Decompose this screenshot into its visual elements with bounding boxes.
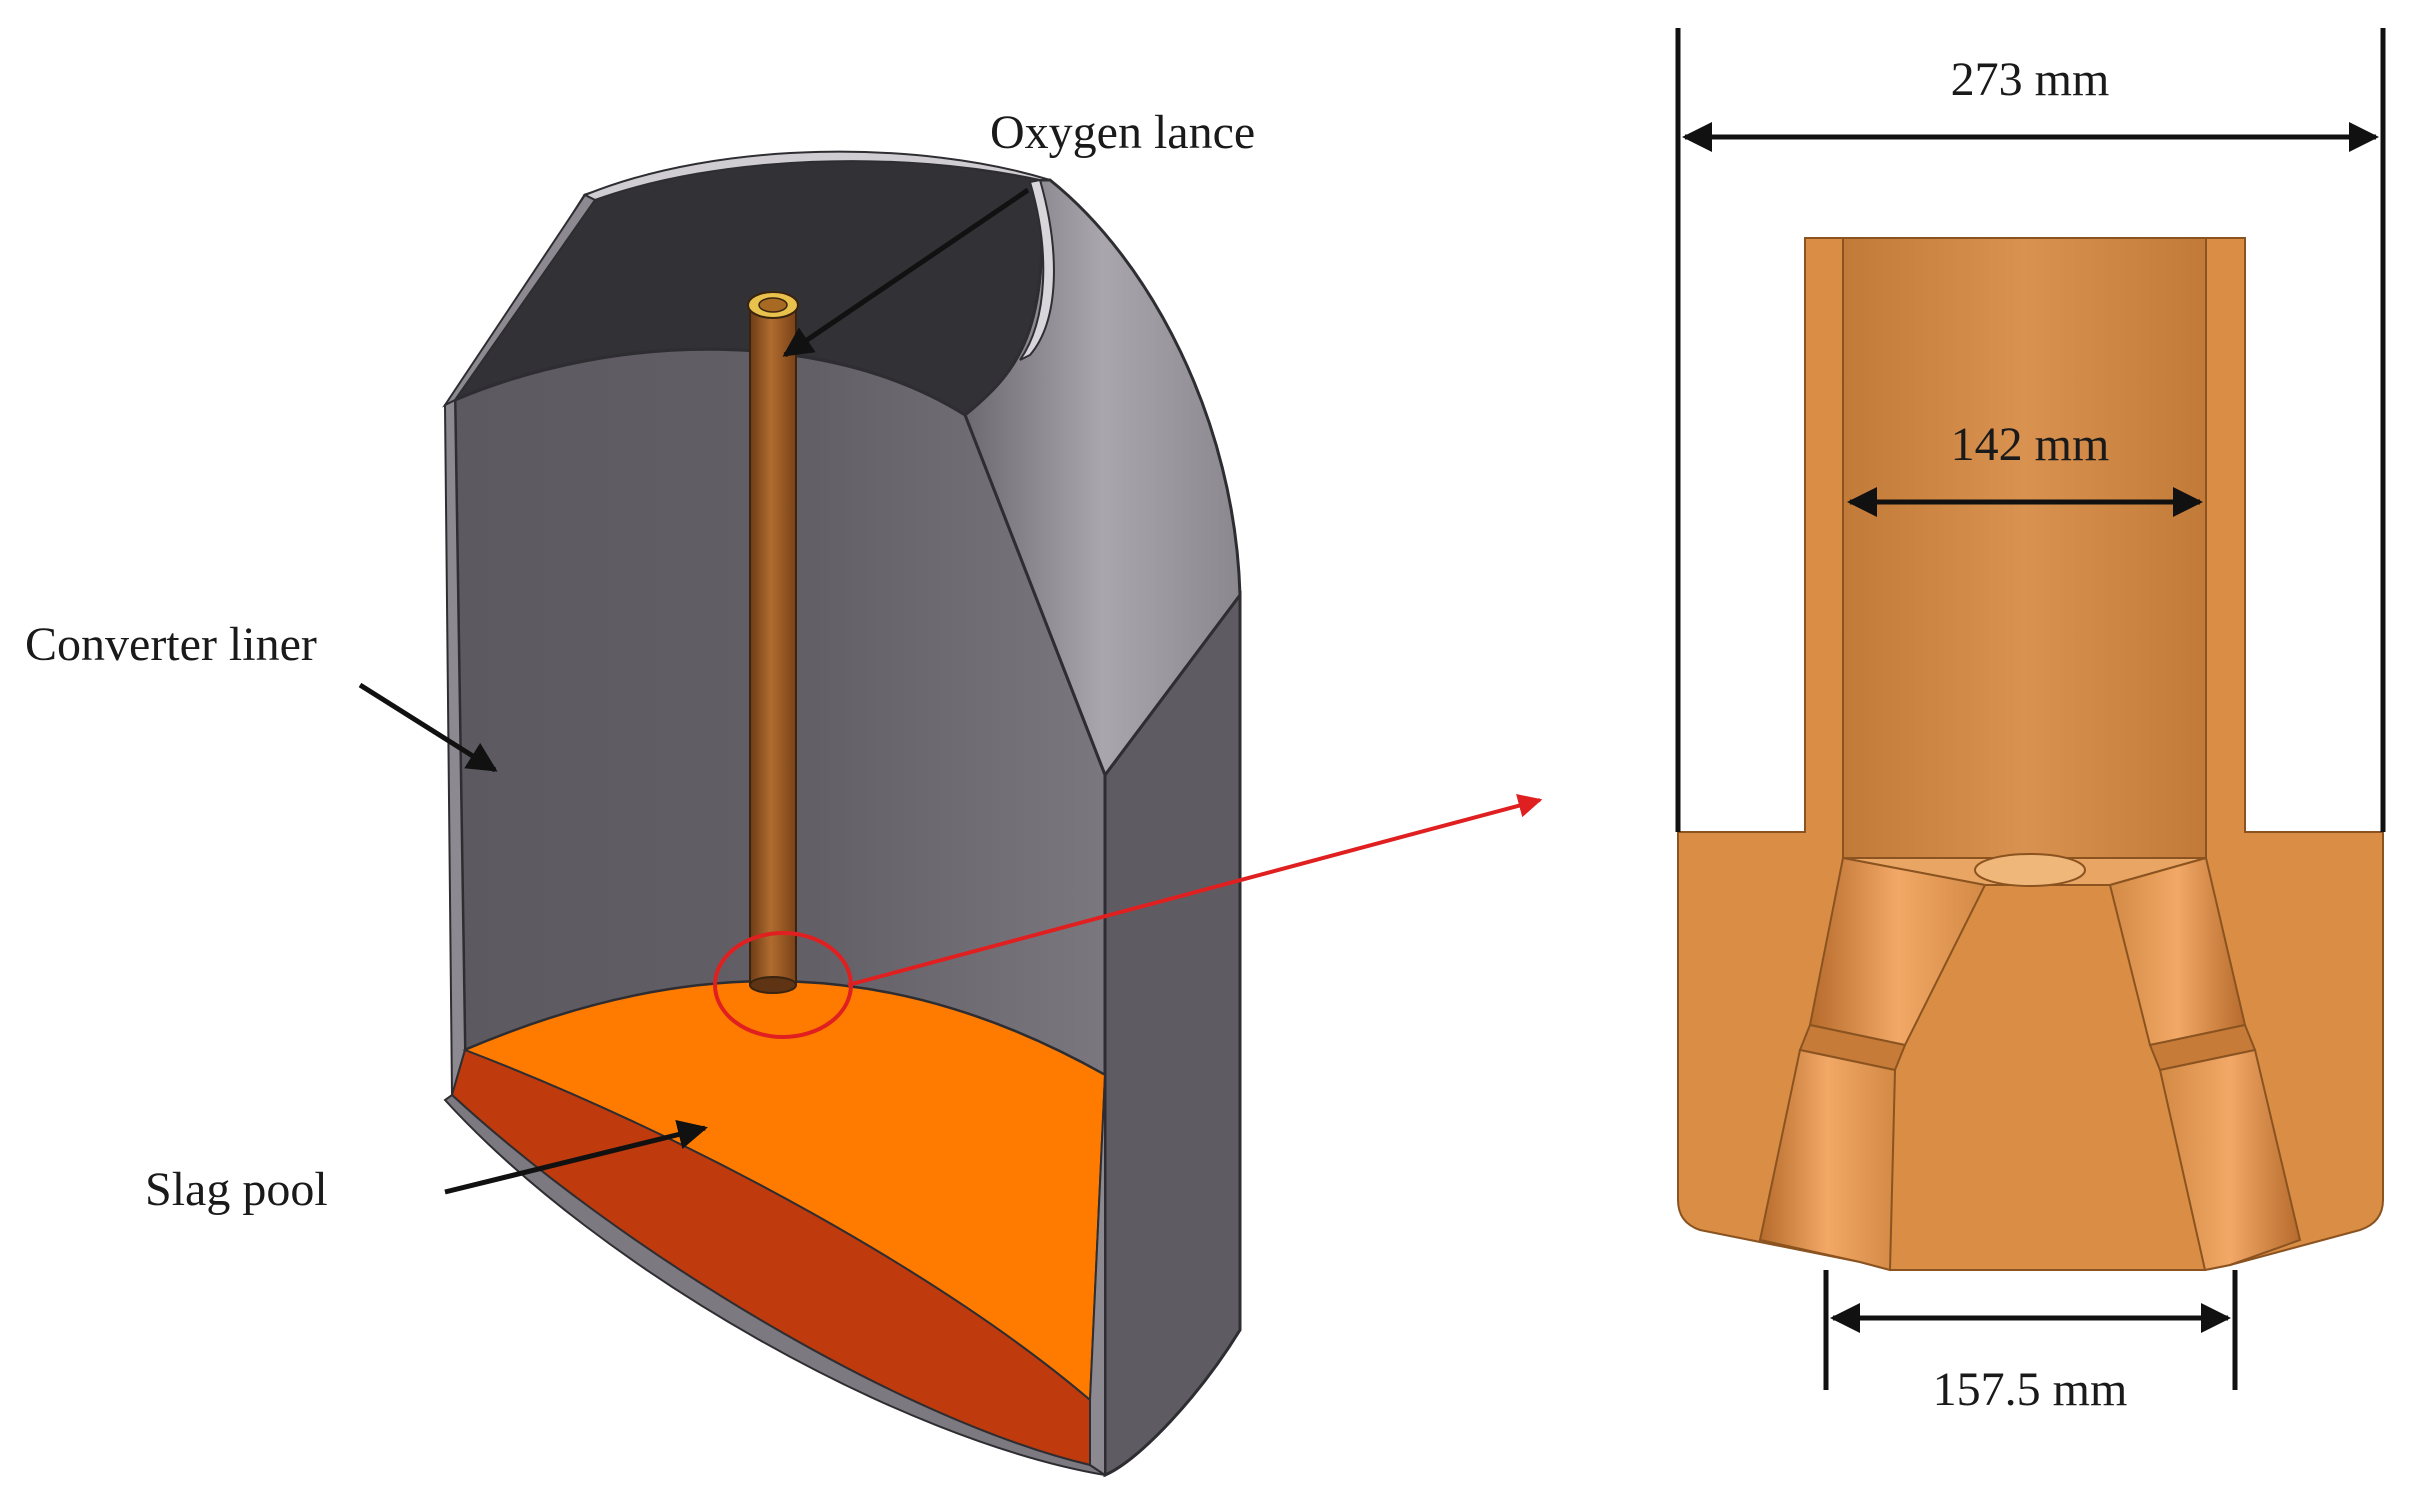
nozzle-section [1677, 237, 2384, 1272]
zoom-arrow [847, 793, 1543, 987]
inner-diameter-label: 142 mm [1951, 418, 2110, 471]
slag-pool-leader [444, 1119, 708, 1195]
label-group: Oxygen lance Converter liner Slag pool [25, 106, 1255, 1216]
nozzle-throat [1974, 853, 2086, 887]
converter-liner-label: Converter liner [25, 618, 317, 671]
oxygen-lance [749, 304, 797, 986]
lance-tip [749, 976, 797, 994]
converter-outer-shell [1103, 590, 1242, 1478]
outer-diameter-label: 273 mm [1951, 53, 2110, 106]
oxygen-lance-label: Oxygen lance [990, 106, 1255, 159]
dimension-group: 273 mm 142 mm 157.5 mm [1675, 28, 2386, 1416]
nozzle-span-label: 157.5 mm [1933, 1363, 2128, 1416]
oxygen-lance-leader [782, 187, 1030, 358]
nozzle-bore [1842, 237, 2207, 859]
slag-pool-label: Slag pool [145, 1163, 328, 1216]
converter-liner-leader [358, 682, 498, 773]
converter-cutaway [442, 150, 1543, 1478]
